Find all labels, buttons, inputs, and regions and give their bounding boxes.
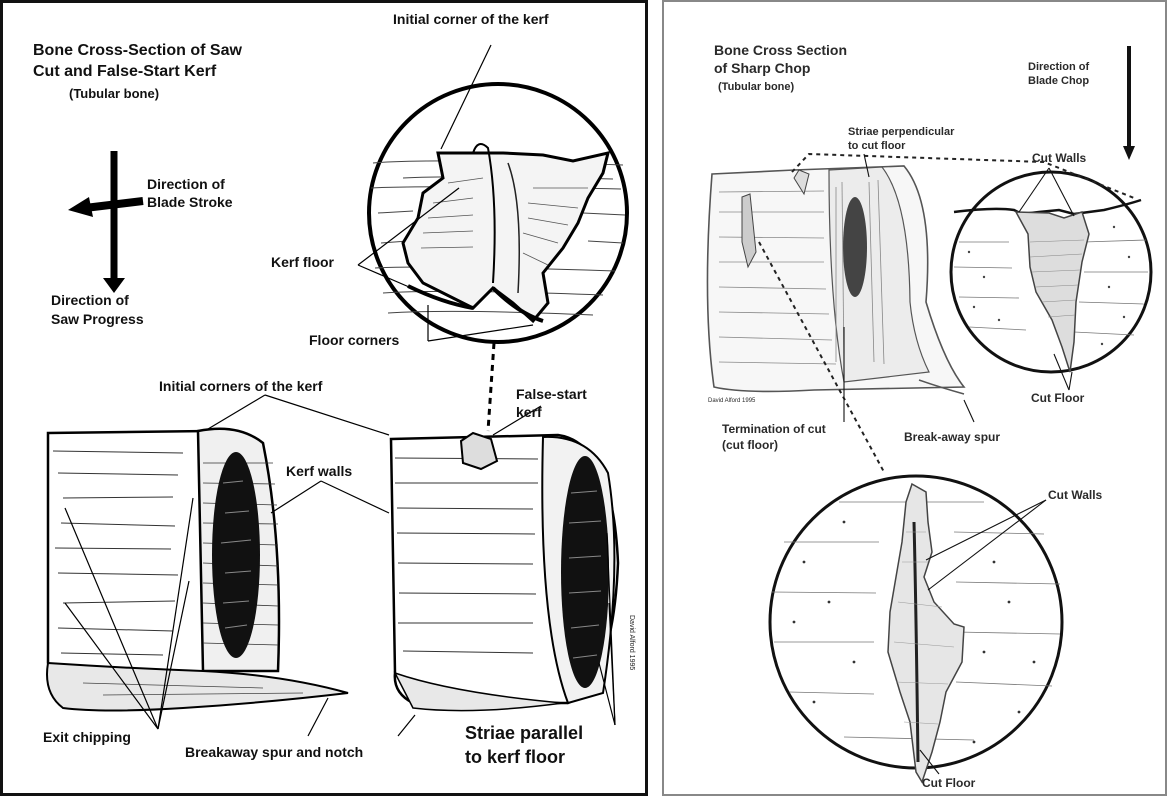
- initial-corner-label: Initial corner of the kerf: [393, 12, 549, 27]
- saw-cut-panel: Bone Cross-Section of Saw Cut and False-…: [0, 0, 648, 796]
- initial-corners-label: Initial corners of the kerf: [159, 379, 322, 394]
- blade-chop-arrowhead: [1123, 146, 1135, 160]
- chop-title-line2: of Sharp Chop: [714, 61, 810, 76]
- kerf-magnified-circle: [369, 84, 627, 342]
- saw-progress-arrowhead: [103, 278, 125, 293]
- magnify-connector: [488, 343, 494, 431]
- break-away-spur-label: Break-away spur: [904, 431, 1000, 444]
- cut-walls-top-label: Cut Walls: [1032, 152, 1086, 165]
- direction-saw-label-2: Saw Progress: [51, 312, 144, 327]
- cut-floor-top-label: Cut Floor: [1031, 392, 1084, 405]
- chop-bone-drawing: [707, 166, 964, 394]
- false-start-label-2: kerf: [516, 405, 542, 420]
- termination-label-2: (cut floor): [722, 439, 778, 452]
- direction-blade-label-1: Direction of: [147, 177, 225, 192]
- blade-stroke-arrow-shaft: [85, 201, 143, 208]
- right-kerf-floor-shading: [561, 456, 609, 688]
- striae-perpendicular-label-1: Striae perpendicular: [848, 126, 954, 138]
- chop-direction-label-1: Direction of: [1028, 61, 1089, 73]
- direction-blade-label-2: Blade Stroke: [147, 195, 233, 210]
- chop-floor-shading: [843, 197, 867, 297]
- chop-subtitle: (Tubular bone): [718, 81, 794, 93]
- striae-parallel-label-2: to kerf floor: [465, 748, 565, 768]
- saw-credit: David Alford 1995: [628, 615, 635, 670]
- left-kerf-floor-shading: [212, 452, 260, 658]
- exit-chipping-label: Exit chipping: [43, 730, 131, 745]
- right-bone-drawing: [391, 433, 618, 711]
- floor-corners-label: Floor corners: [309, 333, 399, 348]
- chop-credit: David Alford 1995: [708, 398, 755, 405]
- breakaway-label: Breakaway spur and notch: [185, 745, 363, 760]
- kerf-floor-label: Kerf floor: [271, 255, 334, 270]
- chop-magnified-circle-top: [951, 172, 1151, 372]
- false-start-kerf-notch: [461, 433, 497, 469]
- cut-floor-bottom-label: Cut Floor: [922, 777, 975, 790]
- saw-title-line2: Cut and False-Start Kerf: [33, 63, 216, 81]
- chop-title-line1: Bone Cross Section: [714, 43, 847, 58]
- false-start-label-1: False-start: [516, 387, 587, 402]
- chop-magnified-circle-bottom: [770, 476, 1062, 782]
- direction-saw-label-1: Direction of: [51, 293, 129, 308]
- striae-perpendicular-label-2: to cut floor: [848, 140, 905, 152]
- sharp-chop-panel: Bone Cross Section of Sharp Chop (Tubula…: [662, 0, 1167, 796]
- saw-title-line1: Bone Cross-Section of Saw: [33, 42, 242, 60]
- saw-subtitle: (Tubular bone): [69, 87, 159, 101]
- termination-label-1: Termination of cut: [722, 423, 826, 436]
- blade-stroke-arrowhead: [68, 197, 93, 217]
- striae-parallel-label-1: Striae parallel: [465, 724, 583, 744]
- kerf-walls-label: Kerf walls: [286, 464, 352, 479]
- cut-walls-bottom-label: Cut Walls: [1048, 489, 1102, 502]
- chop-direction-label-2: Blade Chop: [1028, 75, 1089, 87]
